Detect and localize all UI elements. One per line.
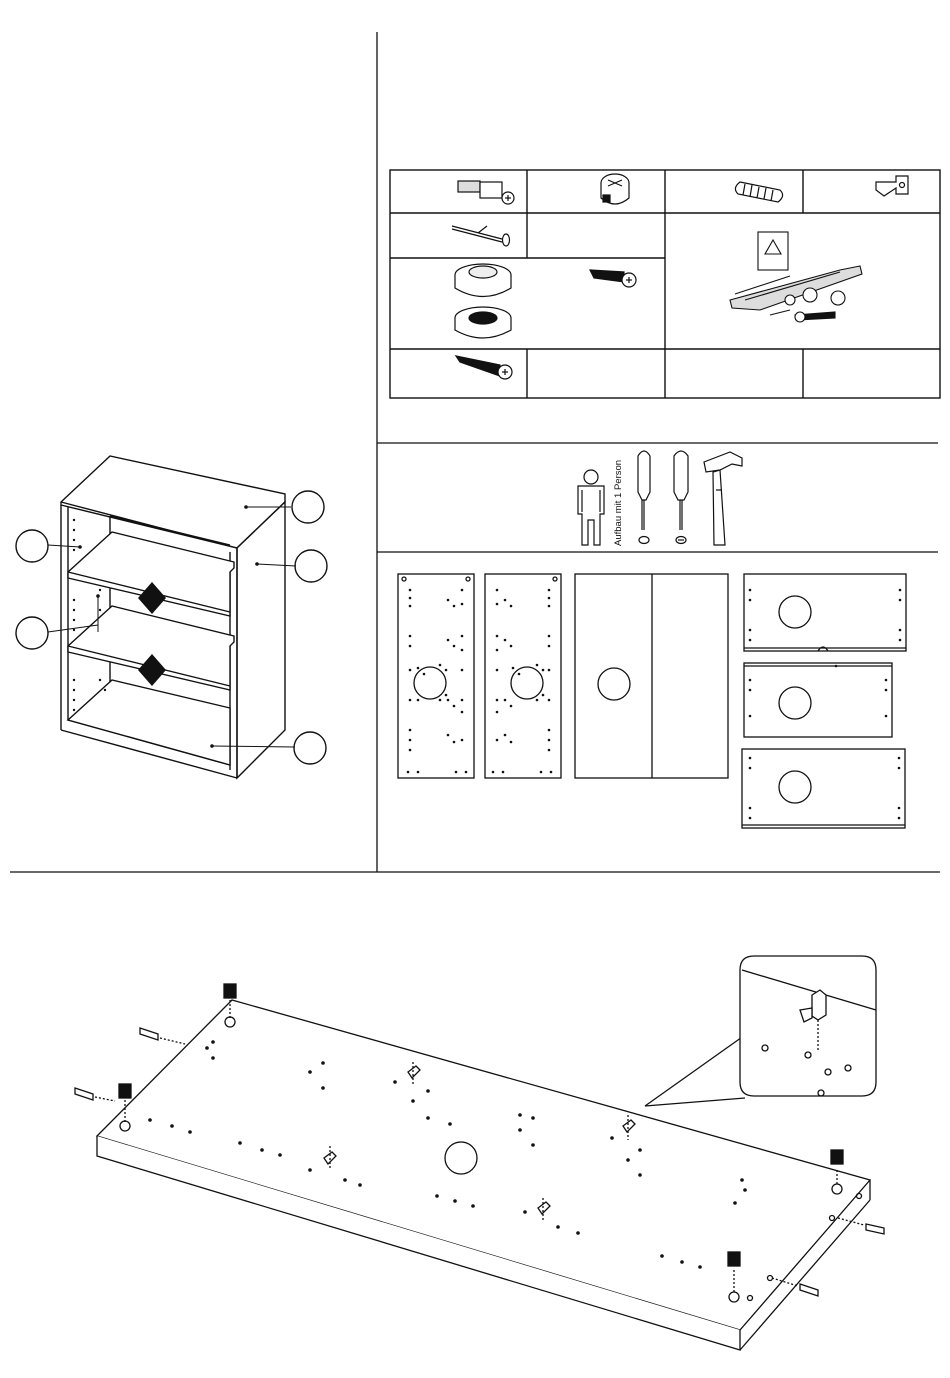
long-screw-icon <box>456 356 512 379</box>
cabinet-overview <box>16 456 327 778</box>
hammer-icon <box>704 452 742 545</box>
callout-side <box>295 550 327 582</box>
wooden-dowel-icon <box>735 182 782 202</box>
callout-left-side <box>16 530 48 562</box>
wall-fixing-kit-icon <box>730 232 862 322</box>
callout-top <box>292 491 324 523</box>
side-panel-right <box>485 574 561 778</box>
cam-lock-icon <box>601 174 629 204</box>
flat-screwdriver-icon <box>638 451 650 544</box>
top-panel <box>744 574 906 651</box>
bottom-panel <box>742 749 905 828</box>
layout-dividers <box>10 32 940 872</box>
callout-shelf <box>16 617 48 649</box>
person-icon <box>578 470 604 545</box>
felt-glide-icon <box>455 264 511 338</box>
assembly-persons-note: Aufbau mit 1 Person <box>613 460 624 546</box>
short-screw-icon <box>590 270 636 287</box>
back-panel <box>575 574 728 778</box>
side-panel-left <box>398 574 474 778</box>
phillips-screwdriver-icon <box>674 451 688 544</box>
shelf-support-detail <box>645 956 876 1106</box>
callout-bottom <box>294 732 326 764</box>
panels-section <box>398 574 906 828</box>
tools-section <box>578 451 742 545</box>
shelf-panel <box>744 663 892 737</box>
shelf-support-icon <box>876 176 908 196</box>
cam-bolt-icon <box>458 181 514 204</box>
step-side-panel-assembly <box>75 956 884 1350</box>
nail-icon <box>452 226 510 246</box>
fittings-table <box>390 170 940 398</box>
